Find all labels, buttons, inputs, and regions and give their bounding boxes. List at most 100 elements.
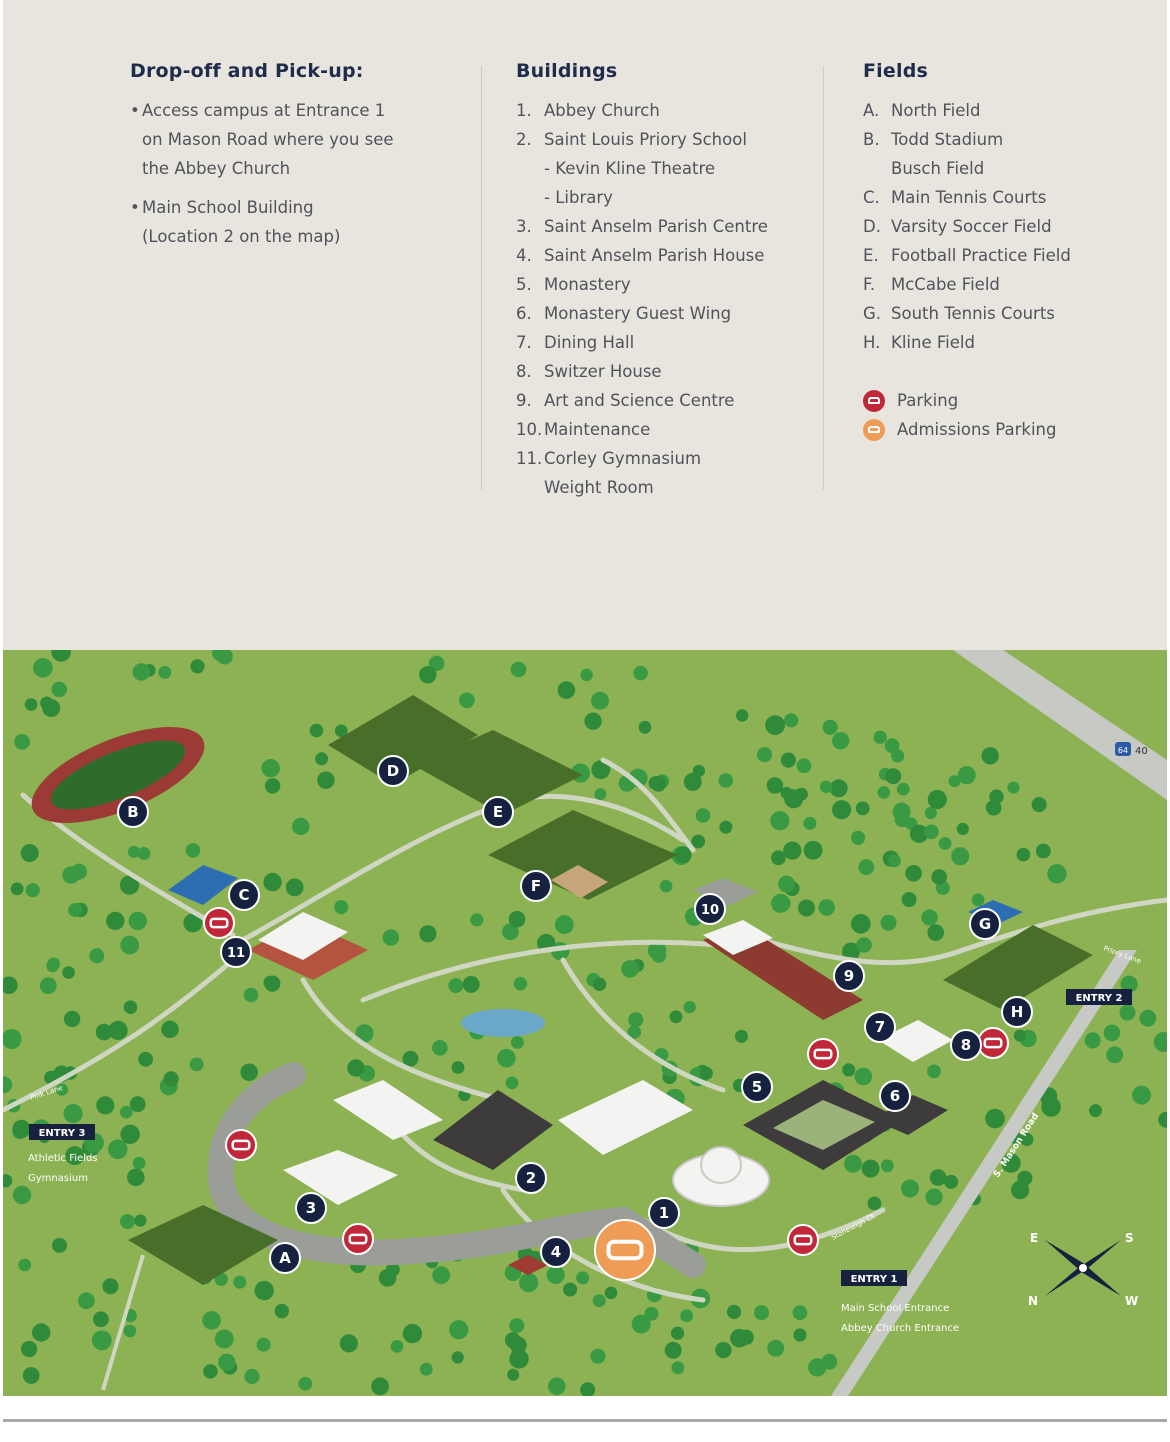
tree xyxy=(818,899,835,916)
entry-1-text: ENTRY 1 xyxy=(851,1274,898,1285)
map-marker-9: 9 xyxy=(833,960,865,992)
building-7 xyxy=(878,1020,953,1062)
mason-road xyxy=(831,950,1137,1396)
tree xyxy=(803,816,817,830)
legend-item-number: 9. xyxy=(516,391,532,410)
tree xyxy=(123,1324,137,1338)
tree xyxy=(604,1286,618,1300)
baseball-diamond xyxy=(551,865,608,898)
tree xyxy=(938,837,952,850)
tree xyxy=(508,910,526,928)
legend-item-label: Football Practice Field xyxy=(891,246,1071,265)
building-11-upper xyxy=(258,912,348,960)
tree xyxy=(202,1311,221,1330)
map-marker-label: D xyxy=(387,762,399,780)
tree xyxy=(735,1029,748,1043)
field-a-surface xyxy=(128,1205,278,1285)
tree xyxy=(462,975,480,993)
tree xyxy=(10,882,24,896)
legend-item-label: Monastery xyxy=(544,275,631,294)
legend-item: 9.Art and Science Centre xyxy=(516,386,816,415)
tree xyxy=(158,665,172,679)
tree xyxy=(218,1353,236,1371)
tree xyxy=(867,1196,882,1211)
legend-item-label: Varsity Soccer Field xyxy=(891,217,1052,236)
map-marker-label: E xyxy=(493,803,503,821)
tree xyxy=(371,1377,389,1396)
tree xyxy=(861,1159,880,1178)
legend-item-number: C. xyxy=(863,188,880,207)
tree xyxy=(449,1320,469,1340)
tree xyxy=(927,789,947,810)
tree xyxy=(736,709,749,722)
dropoff-bullet: • Access campus at Entrance 1 on Mason R… xyxy=(130,101,394,178)
legend-item-number: F. xyxy=(863,275,876,294)
building-4 xyxy=(508,1255,548,1275)
tree xyxy=(161,1020,179,1038)
legend-item-label: Todd Stadium xyxy=(891,130,1004,149)
legend-item-number: 10. xyxy=(516,420,543,439)
tree xyxy=(985,799,1002,816)
legend-item-number: 3. xyxy=(516,217,532,236)
tree xyxy=(592,977,607,991)
legend-item: 8.Switzer House xyxy=(516,357,816,386)
entry-3-line: Athletic Fields xyxy=(28,1153,98,1164)
tree xyxy=(715,1341,732,1359)
tree xyxy=(263,872,282,892)
tree xyxy=(780,752,797,768)
tree xyxy=(25,883,40,898)
tree xyxy=(1119,1004,1136,1021)
tree xyxy=(12,1185,32,1205)
tree xyxy=(873,730,887,744)
map-marker-b: B xyxy=(117,796,149,828)
legend-item-number: D. xyxy=(863,217,881,236)
tree xyxy=(819,780,833,794)
tree xyxy=(108,1139,128,1160)
tree xyxy=(93,1311,109,1328)
tree xyxy=(1013,1029,1026,1042)
tree xyxy=(754,1305,770,1321)
tree xyxy=(419,666,437,684)
legend-item: A.North Field xyxy=(863,96,1163,125)
tree xyxy=(119,875,140,895)
tree xyxy=(3,1076,13,1094)
tree xyxy=(633,665,648,681)
car-icon xyxy=(863,389,885,412)
tree xyxy=(927,1064,941,1079)
highway-shield-number: 64 xyxy=(1118,746,1128,755)
dropoff-list: • Access campus at Entrance 1 on Mason R… xyxy=(130,96,450,251)
tree xyxy=(621,960,639,978)
tree xyxy=(78,1292,95,1310)
tree xyxy=(956,822,969,835)
pond xyxy=(461,1009,545,1037)
main-tennis-courts xyxy=(168,865,238,905)
tree xyxy=(851,914,871,934)
tree xyxy=(183,913,203,933)
tree xyxy=(459,692,475,709)
legend-item: 5.Monastery xyxy=(516,270,816,299)
building-9-roof xyxy=(703,920,773,955)
tree xyxy=(216,650,233,665)
tree xyxy=(1031,797,1047,813)
tree xyxy=(52,1237,67,1253)
tree xyxy=(829,779,848,798)
tree xyxy=(62,866,80,884)
tree xyxy=(385,1262,400,1277)
entry-2-label: ENTRY 2 xyxy=(1066,989,1132,1005)
tree xyxy=(402,1323,423,1344)
parking-icon xyxy=(787,1224,819,1256)
legend-item: C.Main Tennis Courts xyxy=(863,183,1163,212)
tree xyxy=(419,1362,433,1376)
tree xyxy=(315,752,329,766)
tree xyxy=(51,650,71,662)
tree xyxy=(719,820,733,834)
legend-item: Busch Field xyxy=(863,154,1163,183)
tree xyxy=(390,1340,404,1353)
entry-2-text: ENTRY 2 xyxy=(1076,993,1123,1004)
tree xyxy=(885,768,902,785)
tree xyxy=(674,846,692,864)
tree xyxy=(765,715,785,735)
tree xyxy=(233,1275,247,1289)
highway xyxy=(953,650,1167,800)
